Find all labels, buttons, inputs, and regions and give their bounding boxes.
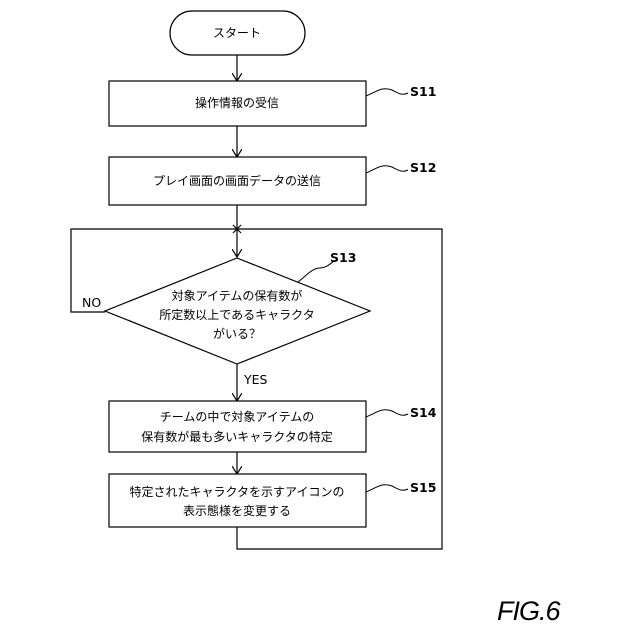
s14-step-label: S14: [410, 405, 437, 420]
s12-step-label: S12: [410, 160, 436, 175]
s14-process-box: [109, 401, 366, 452]
s15-text-line2: 表示態様を変更する: [183, 503, 291, 518]
start-label: スタート: [213, 26, 261, 40]
no-branch-label: NO: [82, 295, 101, 310]
s15-step-label: S15: [410, 480, 436, 495]
s11-text: 操作情報の受信: [195, 95, 279, 110]
s15-text-line1: 特定されたキャラクタを示すアイコンの: [130, 484, 345, 499]
s14-text-line1: チームの中で対象アイテムの: [160, 409, 314, 424]
s13-text-line3: がいる？: [213, 326, 261, 341]
s11-step-label: S11: [410, 84, 436, 99]
s14-text-line2: 保有数が最も多いキャラクタの特定: [141, 429, 333, 444]
s11-leader: [366, 89, 408, 96]
s13-text-line1: 対象アイテムの保有数が: [172, 288, 303, 303]
figure-caption: FIG.6: [497, 596, 560, 627]
yes-branch-label: YES: [243, 372, 268, 387]
s13-leader: [298, 261, 334, 282]
s13-text-line2: 所定数以上であるキャラクタ: [159, 307, 314, 322]
s14-leader: [366, 410, 408, 417]
s12-leader: [366, 166, 408, 173]
s15-leader: [366, 485, 408, 492]
s15-process-box: [109, 474, 366, 527]
s12-text: プレイ画面の画面データの送信: [153, 173, 321, 188]
s13-step-label: S13: [330, 250, 356, 265]
